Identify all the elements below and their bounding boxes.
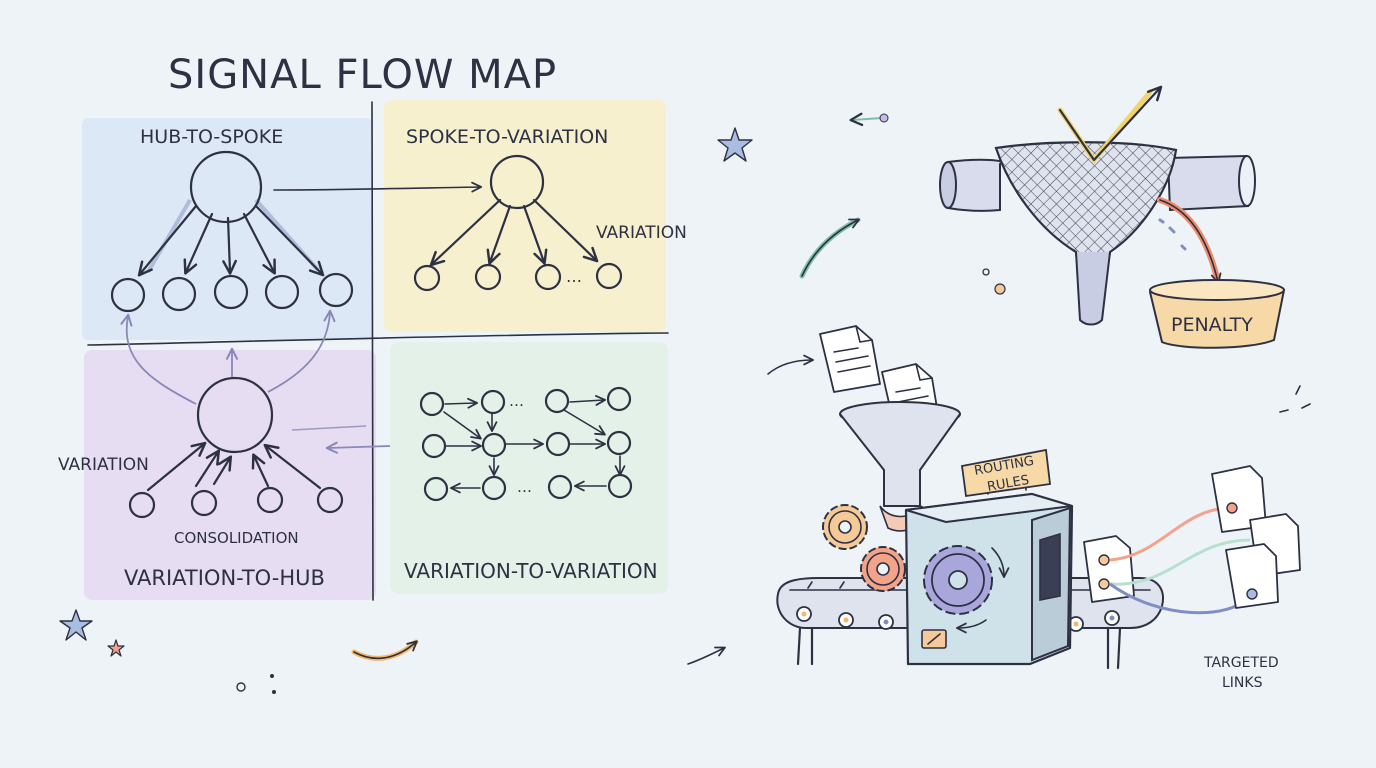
variation-node [413,264,441,292]
dot-decoration [982,268,990,276]
feedback-arrow-right [267,309,336,393]
penalty-bucket: PENALTY [1148,279,1286,349]
routing-rules-line2: RULES [986,473,1030,495]
variation-node [419,391,445,417]
consolidation-annotation: CONSOLIDATION [174,529,299,547]
ellipsis-text: … [566,267,582,286]
star-icon [59,609,93,641]
routing-machine: ROUTING RULES [904,448,1074,666]
spoke-to-variation-label: SPOKE-TO-VARIATION [406,126,608,148]
variation-node [128,491,156,519]
spoke-hub-node [489,154,545,210]
variation-to-hub-network [128,376,344,519]
star-icon [717,127,753,162]
variation-node [480,389,506,415]
variation-node [481,475,507,501]
variation-node [544,388,570,414]
link-cable [1109,506,1229,562]
targeted-links-line2: LINKS [1222,675,1263,691]
variation-node [607,473,633,499]
document-icon [819,325,881,393]
hub-to-spoke-label: HUB-TO-SPOKE [140,126,283,148]
gear-icon [860,546,906,592]
hub-node [189,150,263,224]
variation-node [481,432,507,458]
penalty-arrow [1157,197,1221,285]
consolidation-hub-node [196,376,274,454]
spoke-node [161,276,197,312]
targeted-document-icon [1211,465,1267,533]
variation-to-variation-panel [390,342,668,594]
dot-decoration [270,674,274,678]
targeted-document-icon [1225,543,1279,609]
curved-arrow-outline [353,640,418,660]
variation-node [316,486,344,514]
feedback-arrow-left [120,313,197,405]
hub-to-spoke-panel [82,118,372,340]
variation-node [190,489,218,517]
small-arrow-decoration [687,646,726,665]
variation-node [545,431,571,457]
hub-to-spoke-network [110,150,354,313]
link-cable [1109,538,1251,586]
variation-to-hub-panel [84,350,376,600]
green-curved-arrow [799,217,861,279]
faint-link-line [291,425,367,431]
spoke-to-variation-panel [384,100,666,332]
gear-icon [822,504,868,550]
horizontal-divider [87,332,669,346]
variation-node [534,263,562,291]
spoke-node [110,277,146,313]
small-star-icon [107,639,125,657]
input-funnel [839,401,961,532]
variation-node [256,486,284,514]
dot-decoration [272,690,276,694]
ellipsis-text: … [509,392,524,410]
input-arrow [767,354,815,375]
variation-to-variation-network: … … [419,386,633,502]
spoke-to-variation-network: … [413,154,623,292]
spoke-node [318,272,354,308]
output-document-icon [1083,535,1135,603]
variation-node [606,430,632,456]
spoke-node [213,274,249,310]
targeted-links-line1: TARGETED [1203,655,1279,671]
ellipsis-text: … [517,478,532,496]
variation-to-hub-label: VARIATION-TO-HUB [124,566,325,590]
variation-to-hub-transfer-arrow [325,441,391,454]
variation-node [423,476,449,502]
variation-node [547,474,573,500]
dot-decoration [879,113,889,123]
routing-rules-sign [960,448,1051,498]
vertical-divider [371,101,374,601]
dot-decoration [236,682,246,692]
variation-node [421,433,447,459]
dot-decoration [994,283,1006,295]
hub-to-spoke-transfer-arrow [273,181,483,193]
variation-node [474,263,502,291]
variation-annotation: VARIATION [596,223,687,243]
filter-pipe-group [939,85,1256,326]
small-arrow-decoration [849,112,883,127]
variation-to-variation-label: VARIATION-TO-VARIATION [404,559,658,583]
variation-node [606,386,632,412]
spark-decoration [1279,385,1311,413]
penalty-label: PENALTY [1171,314,1253,336]
variation-node [595,262,623,290]
green-curved-arrow-outline [801,218,860,277]
variation-side-annotation: VARIATION [58,455,149,475]
spoke-node [264,274,300,310]
page-title: SIGNAL FLOW MAP [168,52,557,98]
